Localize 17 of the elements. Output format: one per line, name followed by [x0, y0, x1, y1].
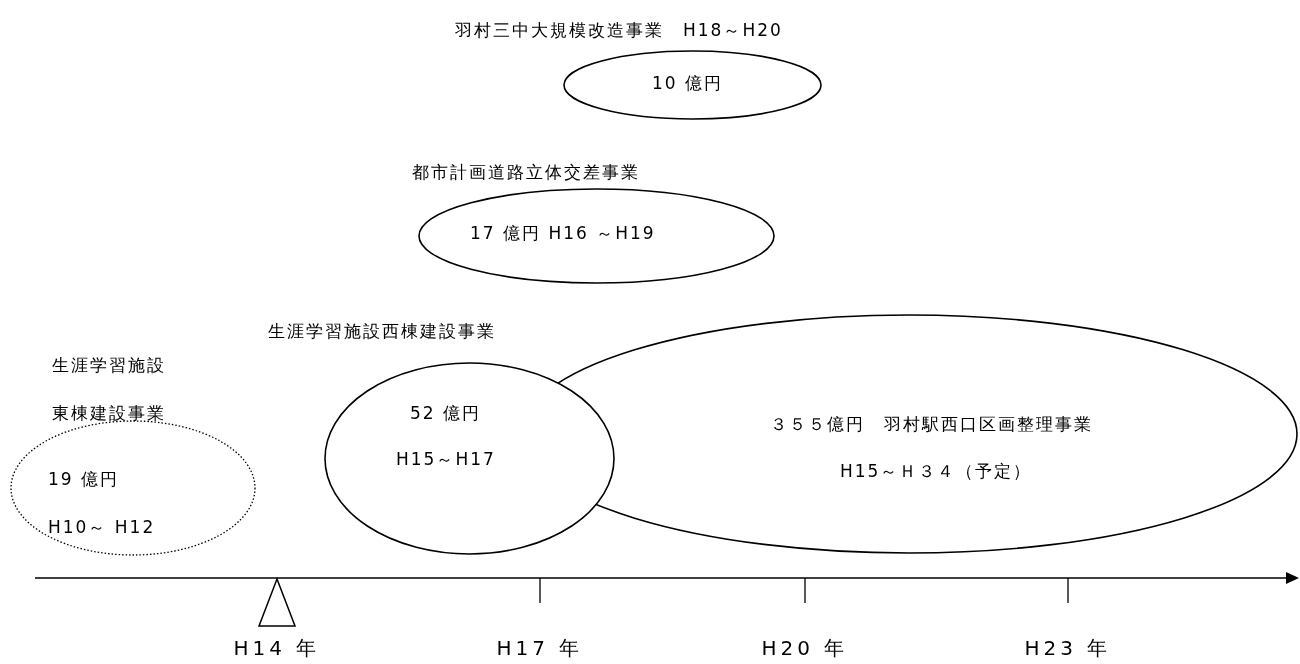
period-text: H10～ H12	[48, 516, 156, 538]
amount-text: 19 億円	[48, 468, 120, 490]
year-label: H20 年	[761, 636, 849, 660]
amount-project-text: ３５５億円 羽村駅西口区画整理事業	[770, 413, 1093, 435]
year-label: H14 年	[233, 636, 321, 660]
amount-text: 10 億円	[652, 72, 724, 94]
period-text: H15～Ｈ３４（予定）	[840, 460, 1033, 482]
heading-text: 生涯学習施設	[52, 354, 166, 376]
year-label: H23 年	[1024, 636, 1112, 660]
year-label: H17 年	[496, 636, 584, 660]
period-text: H15～H17	[396, 448, 496, 470]
amount-period-text: 17 億円 H16 ～H19	[470, 222, 656, 244]
heading-text: 羽村三中大規模改造事業 H18～H20	[455, 19, 783, 41]
heading-text: 都市計画道路立体交差事業	[412, 161, 640, 183]
heading-text: 東棟建設事業	[52, 402, 166, 424]
amount-text: 52 億円	[410, 402, 482, 424]
heading-text: 生涯学習施設西棟建設事業	[268, 320, 496, 342]
